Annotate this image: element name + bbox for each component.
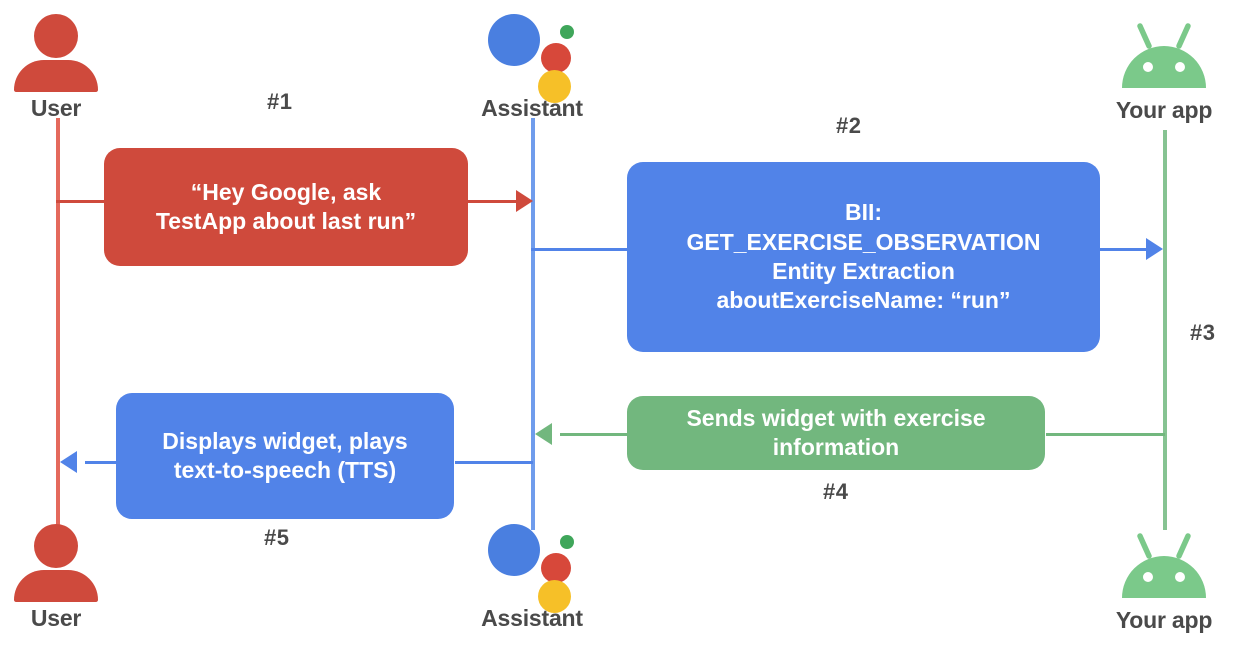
connector-2-left [531, 248, 631, 251]
actor-your-app-bottom: Your app [1084, 526, 1244, 632]
android-robot-icon [1116, 16, 1212, 94]
google-assistant-icon [486, 10, 578, 103]
step-label-5: #5 [264, 525, 290, 550]
person-icon [14, 14, 98, 92]
actor-label-assistant-top: Assistant [481, 95, 583, 121]
android-robot-icon [1116, 526, 1212, 604]
actor-assistant-top: Assistant [452, 10, 612, 120]
connector-1-left [56, 200, 120, 203]
lifeline-assistant [531, 118, 535, 530]
message-box-1: “Hey Google, ask TestApp about last run” [104, 148, 468, 266]
google-assistant-icon [486, 520, 578, 613]
step-label-2: #2 [836, 113, 862, 138]
arrowhead-4 [535, 423, 552, 445]
step-label-4: #4 [823, 479, 849, 504]
arrowhead-5 [60, 451, 77, 473]
arrowhead-1 [516, 190, 533, 212]
actor-user-bottom: User [0, 524, 136, 630]
actor-label-your-app-bottom: Your app [1115, 607, 1213, 633]
actor-label-user-bottom: User [30, 605, 82, 631]
actor-your-app-top: Your app [1084, 16, 1244, 122]
arrowhead-2 [1146, 238, 1163, 260]
message-box-2: BII: GET_EXERCISE_OBSERVATION Entity Ext… [627, 162, 1100, 352]
lifeline-your-app [1163, 130, 1167, 530]
actor-assistant-bottom: Assistant [452, 520, 612, 630]
connector-2-right [1098, 248, 1148, 251]
actor-user-top: User [0, 14, 136, 120]
connector-4-left [560, 433, 630, 436]
actor-label-your-app-top: Your app [1115, 97, 1213, 123]
message-box-4: Sends widget with exercise information [627, 396, 1045, 470]
actor-label-assistant-bottom: Assistant [481, 605, 583, 631]
actor-label-user-top: User [30, 95, 82, 121]
connector-5-right [455, 461, 533, 464]
connector-1-right [466, 200, 522, 203]
step-label-3: #3 [1190, 320, 1216, 345]
message-box-5: Displays widget, plays text-to-speech (T… [116, 393, 454, 519]
person-icon [14, 524, 98, 602]
lifeline-user [56, 118, 60, 530]
step-label-1: #1 [267, 89, 293, 114]
connector-5-left [85, 461, 120, 464]
connector-4-right [1046, 433, 1165, 436]
